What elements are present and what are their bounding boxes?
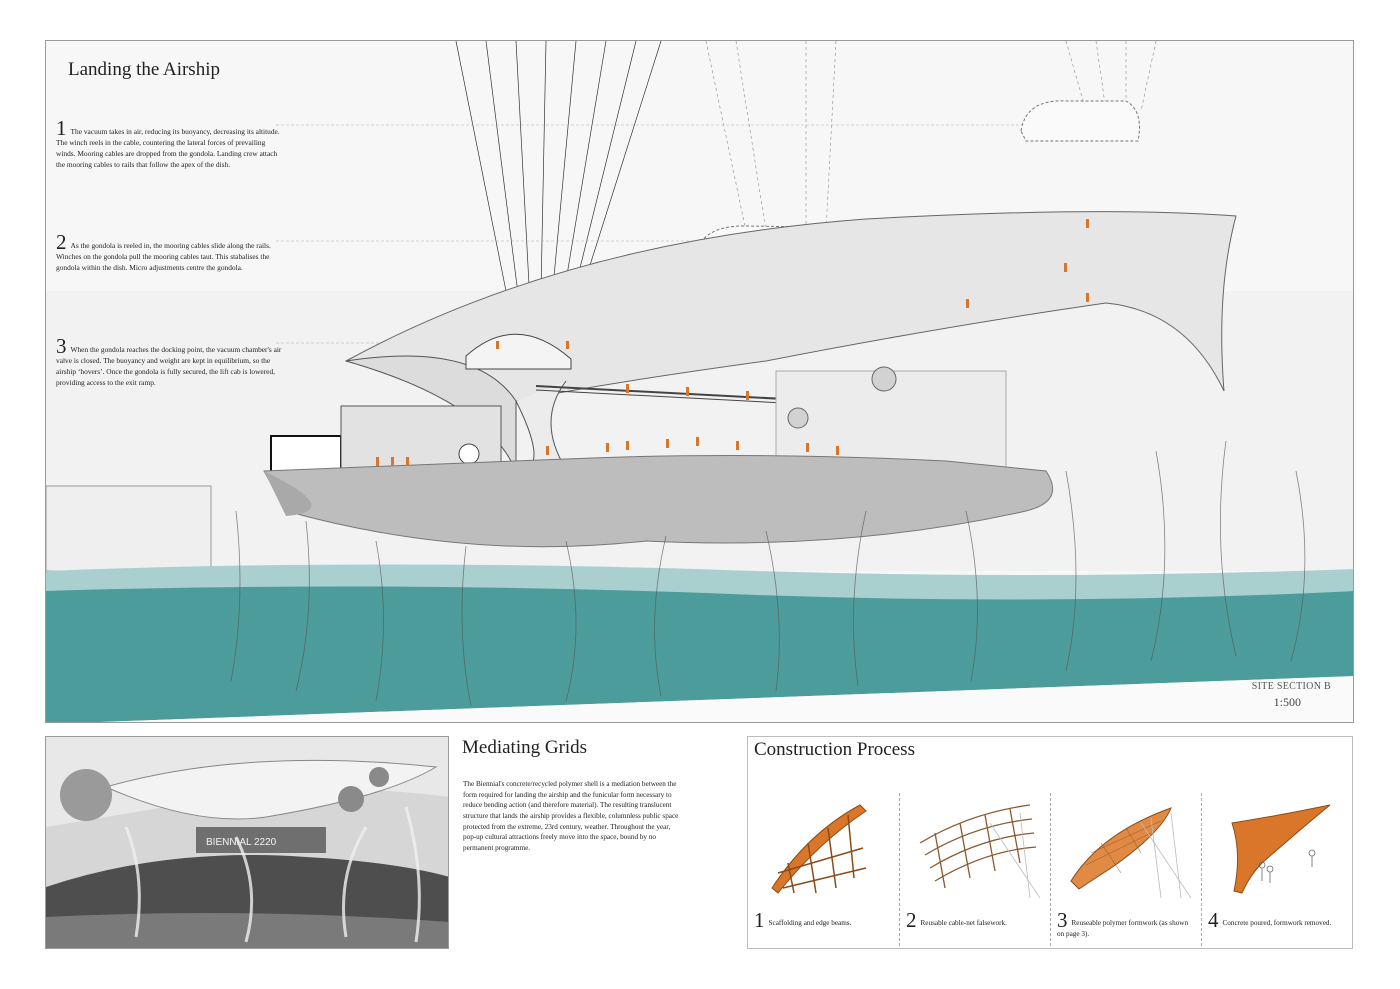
biennial-render-image: BIENNIAL 2220 xyxy=(45,736,449,949)
concrete-shell-diagram xyxy=(1231,804,1331,894)
polymer-formwork-diagram xyxy=(1070,807,1192,899)
step-text: When the gondola reaches the docking poi… xyxy=(56,345,282,387)
render-sign: BIENNIAL 2220 xyxy=(206,837,277,848)
section-label: SITE SECTION B xyxy=(1251,681,1331,692)
mediating-grids-body: The Biennial's concrete/recycled polymer… xyxy=(463,780,679,852)
scaffolding-diagram xyxy=(771,804,867,894)
construction-process-title: Construction Process xyxy=(754,739,915,760)
step-text: As the gondola is reeled in, the mooring… xyxy=(56,241,271,272)
section-scale: 1:500 xyxy=(1273,695,1301,709)
step-text: The vacuum takes in air, reducing its bu… xyxy=(56,127,280,169)
site-section-drawing xyxy=(46,41,1353,722)
step-number: 1 xyxy=(56,116,67,140)
board-title: Landing the Airship xyxy=(68,59,220,80)
mediating-grids-title: Mediating Grids xyxy=(462,737,588,758)
step-number: 2 xyxy=(56,230,67,254)
render-illustration: BIENNIAL 2220 xyxy=(46,737,448,948)
cable-net-diagram xyxy=(919,804,1041,899)
step-number: 3 xyxy=(56,334,67,358)
